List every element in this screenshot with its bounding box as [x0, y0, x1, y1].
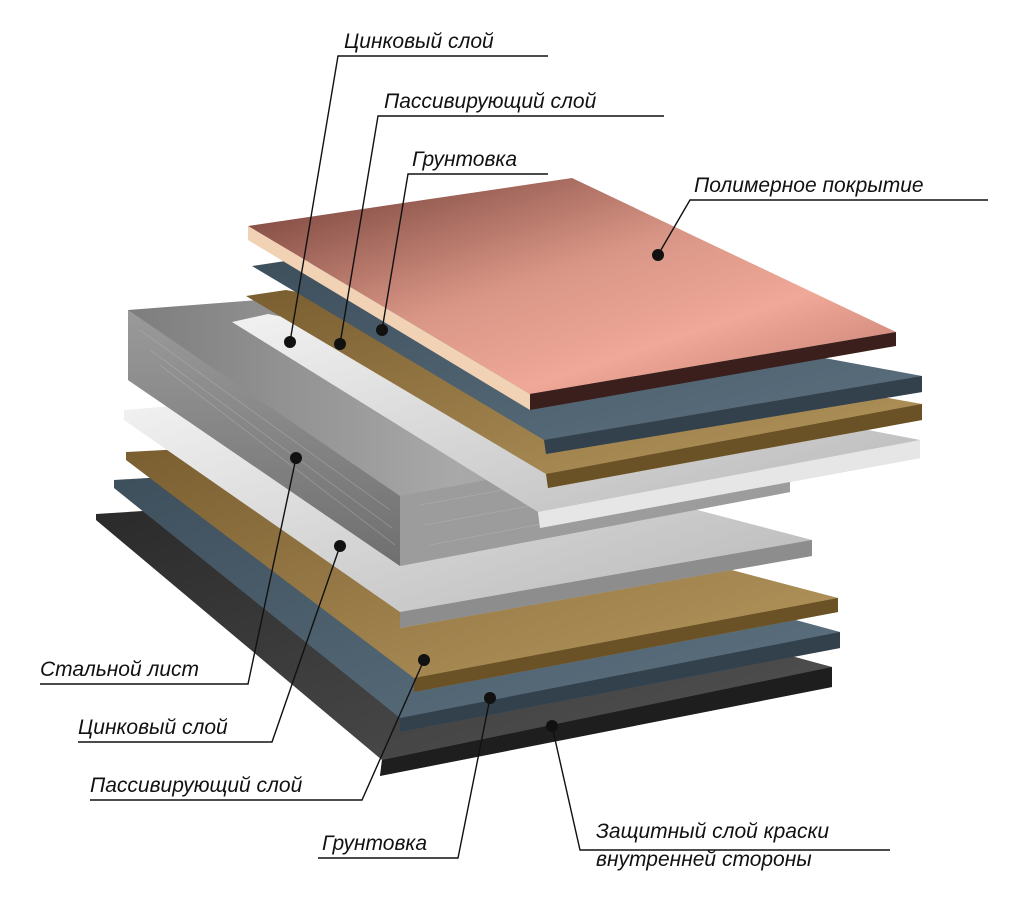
label-bottom-passivating: Пассивирующий слой	[90, 774, 303, 797]
label-top-passivating: Пассивирующий слой	[384, 90, 597, 113]
label-top-zinc: Цинковый слой	[344, 30, 494, 53]
labels: Цинковый слой Пассивирующий слой Грунтов…	[40, 30, 924, 871]
top-layers	[232, 178, 922, 528]
label-steel-sheet: Стальной лист	[40, 658, 199, 681]
label-protective-paint-line1: Защитный слой краски	[596, 820, 829, 843]
layer-polymer-coating	[248, 178, 896, 394]
label-polymer-coating: Полимерное покрытие	[694, 174, 924, 197]
label-top-primer: Грунтовка	[412, 148, 517, 171]
label-protective-paint-line2: внутренней стороны	[596, 848, 812, 871]
leader-dots	[284, 249, 664, 732]
label-bottom-primer: Грунтовка	[322, 832, 427, 855]
leader-lines	[40, 55, 988, 859]
label-bottom-zinc: Цинковый слой	[78, 716, 228, 739]
